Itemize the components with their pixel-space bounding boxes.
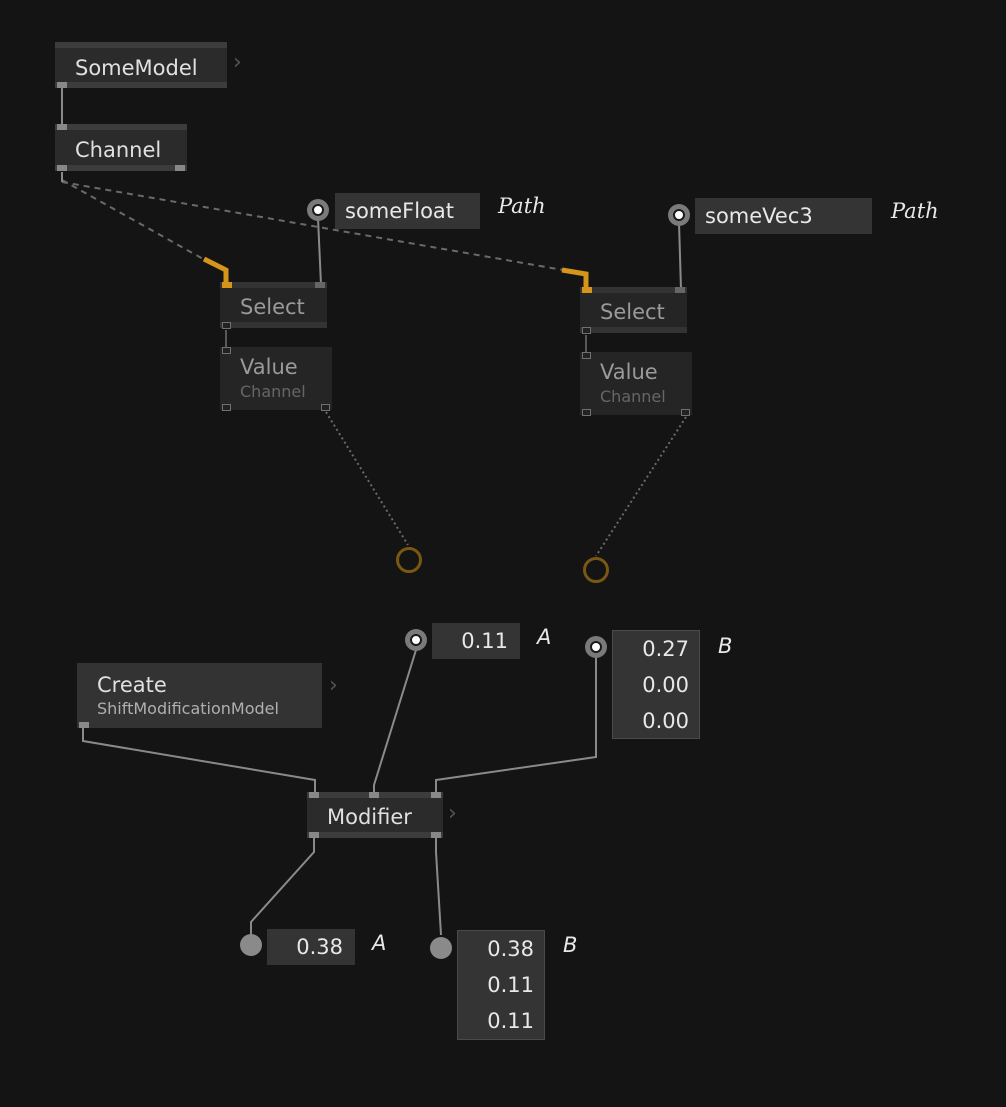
a-input-label: A xyxy=(537,625,552,649)
node-value-1[interactable]: Value Channel xyxy=(220,347,332,411)
input-pin[interactable] xyxy=(309,792,319,798)
input-port-icon[interactable] xyxy=(668,204,690,226)
input-port-icon[interactable] xyxy=(585,636,607,658)
node-title: Value xyxy=(240,355,298,379)
output-pin[interactable] xyxy=(582,409,591,416)
output-pin[interactable] xyxy=(681,409,690,416)
node-title: Modifier xyxy=(327,805,412,829)
input-port-icon[interactable] xyxy=(405,629,427,651)
output-pin[interactable] xyxy=(431,832,441,838)
node-title: Select xyxy=(600,300,665,324)
output-port-icon[interactable] xyxy=(430,937,452,959)
node-somemodel[interactable]: SomeModel xyxy=(55,42,227,88)
node-value-2[interactable]: Value Channel xyxy=(580,352,692,416)
b-output-y: 0.11 xyxy=(487,973,534,997)
input-port-icon[interactable] xyxy=(307,199,329,221)
input-pin[interactable] xyxy=(57,124,67,130)
a-output-field: 0.38 xyxy=(267,929,355,965)
path-label-1: Path xyxy=(498,194,546,218)
wire-b-modifier xyxy=(435,657,597,795)
input-pin[interactable] xyxy=(222,347,231,354)
a-input-field[interactable]: 0.11 xyxy=(432,623,520,659)
output-pin[interactable] xyxy=(582,327,591,334)
input-pin[interactable] xyxy=(431,792,441,798)
input-pin[interactable] xyxy=(222,282,232,288)
output-pin[interactable] xyxy=(57,82,67,88)
path-field-2[interactable]: someVec3 xyxy=(695,198,872,234)
chevron-right-icon[interactable]: › xyxy=(448,801,457,826)
path-field-1[interactable]: someFloat xyxy=(335,193,480,229)
wire-value2-out xyxy=(595,416,687,557)
node-title: Select xyxy=(240,295,305,319)
b-input-z[interactable]: 0.00 xyxy=(642,709,689,733)
output-pin[interactable] xyxy=(321,404,330,411)
input-pin[interactable] xyxy=(582,352,591,359)
output-pin[interactable] xyxy=(79,722,89,728)
b-input-vector[interactable]: 0.27 0.00 0.00 xyxy=(612,630,700,739)
chevron-right-icon[interactable]: › xyxy=(329,673,338,698)
node-modifier[interactable]: Modifier xyxy=(307,792,443,838)
output-pin[interactable] xyxy=(309,832,319,838)
wire-modifier-bout xyxy=(435,838,442,936)
wire-path1-select1 xyxy=(317,217,322,286)
input-pin[interactable] xyxy=(582,287,592,293)
b-input-x[interactable]: 0.27 xyxy=(642,637,689,661)
node-channel[interactable]: Channel xyxy=(55,124,187,171)
chevron-right-icon[interactable]: › xyxy=(233,50,242,75)
node-title: Value xyxy=(600,360,658,384)
ring-icon[interactable] xyxy=(396,547,422,573)
output-port-icon[interactable] xyxy=(240,934,262,956)
node-select-1[interactable]: Select xyxy=(220,282,327,329)
node-subtitle: Channel xyxy=(240,382,306,401)
wire-value1-out xyxy=(325,411,409,546)
wire-path2-select2 xyxy=(678,221,682,291)
a-output-label: A xyxy=(372,931,387,955)
output-pin[interactable] xyxy=(222,404,231,411)
wire-channel-select1 xyxy=(61,179,206,261)
b-output-x: 0.38 xyxy=(487,937,534,961)
wire-modifier-aout xyxy=(250,838,315,935)
node-subtitle: ShiftModificationModel xyxy=(97,699,279,718)
output-pin[interactable] xyxy=(57,165,67,171)
node-title: Channel xyxy=(75,138,162,162)
path-label-2: Path xyxy=(891,199,939,223)
output-pin[interactable] xyxy=(175,165,185,171)
node-title: Create xyxy=(97,673,167,697)
b-output-z: 0.11 xyxy=(487,1009,534,1033)
output-pin[interactable] xyxy=(222,322,231,329)
b-output-label: B xyxy=(563,933,578,957)
input-pin[interactable] xyxy=(675,287,685,293)
wire-a-modifier xyxy=(373,649,417,795)
input-pin[interactable] xyxy=(315,282,325,288)
node-select-2[interactable]: Select xyxy=(580,287,687,334)
ring-icon[interactable] xyxy=(583,557,609,583)
node-title: SomeModel xyxy=(75,56,198,80)
node-subtitle: Channel xyxy=(600,387,666,406)
node-create[interactable]: Create ShiftModificationModel xyxy=(77,663,322,728)
wire-channel-select2 xyxy=(61,181,564,271)
b-input-y[interactable]: 0.00 xyxy=(642,673,689,697)
wire-highlight-select2 xyxy=(561,267,589,288)
input-pin[interactable] xyxy=(369,792,379,798)
wire-highlight-select1 xyxy=(202,256,229,284)
wire-create-modifier xyxy=(82,728,316,795)
b-output-vector: 0.38 0.11 0.11 xyxy=(457,930,545,1040)
b-input-label: B xyxy=(718,634,733,658)
